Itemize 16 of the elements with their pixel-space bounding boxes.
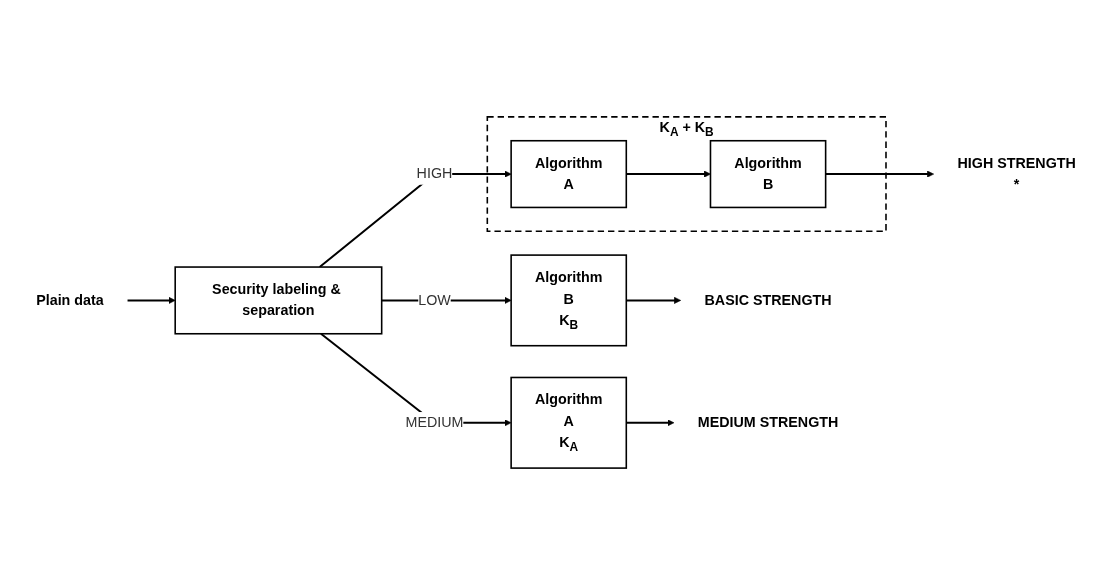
edge-label: LOW	[417, 292, 451, 308]
node-box: Algorithm B	[709, 139, 826, 209]
node-box: Algorithm A	[509, 139, 627, 209]
cluster	[486, 116, 887, 233]
edge-label: HIGH	[416, 165, 452, 182]
node-box: Algorithm A K$_{A}$	[509, 376, 627, 469]
node-text: Plain data	[35, 292, 104, 308]
node-label: K$_{A}$ + K$_{B}$	[659, 119, 714, 139]
node-text: MEDIUM STRENGTH	[697, 414, 838, 431]
node-box: Algorithm B K$_{B}$	[509, 254, 627, 347]
node-box: Security labeling & separation	[173, 266, 382, 335]
edge-label: MEDIUM	[405, 414, 463, 431]
node-text: BASIC STRENGTH	[704, 292, 832, 308]
arrow	[126, 296, 175, 304]
node-text: HIGH STRENGTH	[956, 155, 1076, 171]
node-label: *	[1013, 176, 1019, 193]
